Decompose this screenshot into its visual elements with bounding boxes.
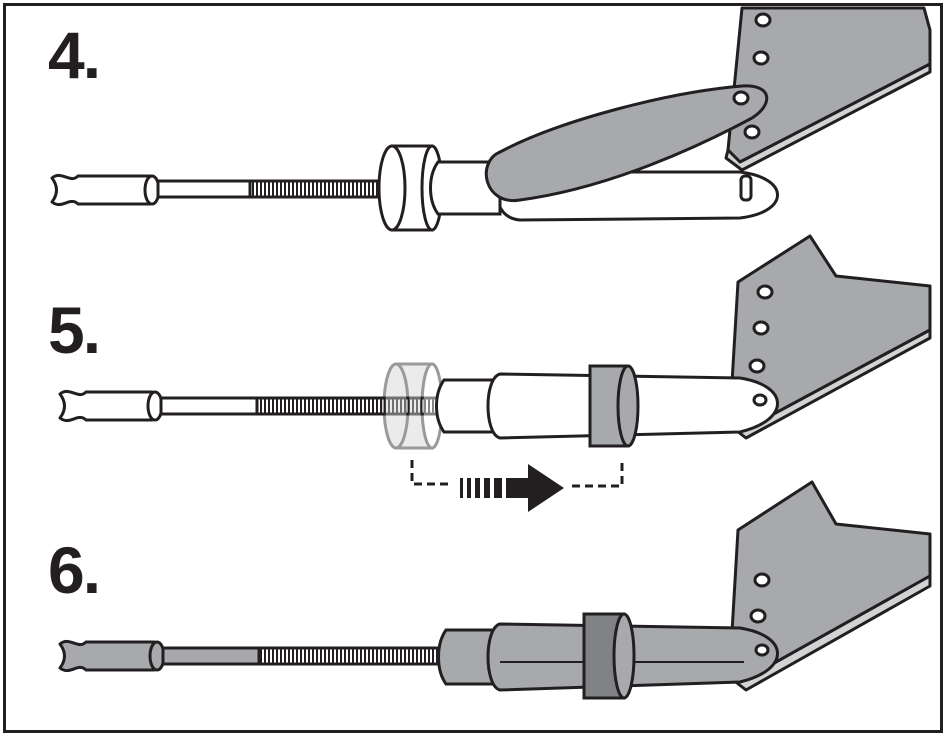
lever-arm-icon — [484, 84, 769, 202]
clevis-icon — [58, 639, 166, 673]
threaded-rod-icon — [159, 396, 439, 416]
lock-collar-icon — [588, 364, 640, 448]
slide-direction-arrow-icon — [410, 460, 624, 512]
step-4-label: 4. — [48, 18, 101, 92]
threaded-rod-icon — [161, 646, 447, 666]
threaded-rod-icon — [156, 179, 384, 199]
pin-icon — [739, 174, 753, 202]
ghost-collar-icon — [382, 362, 444, 450]
bracket-plate-icon — [724, 6, 932, 172]
step-6-label: 6. — [48, 533, 101, 607]
lock-collar-icon — [582, 612, 636, 700]
clevis-icon — [58, 389, 164, 423]
lock-collar-icon — [377, 144, 444, 232]
clevis-icon — [50, 173, 161, 207]
step-4-illustration — [50, 6, 932, 232]
step-5-label: 5. — [48, 293, 101, 367]
step-5-illustration — [58, 234, 932, 512]
step-6-illustration — [58, 480, 932, 700]
